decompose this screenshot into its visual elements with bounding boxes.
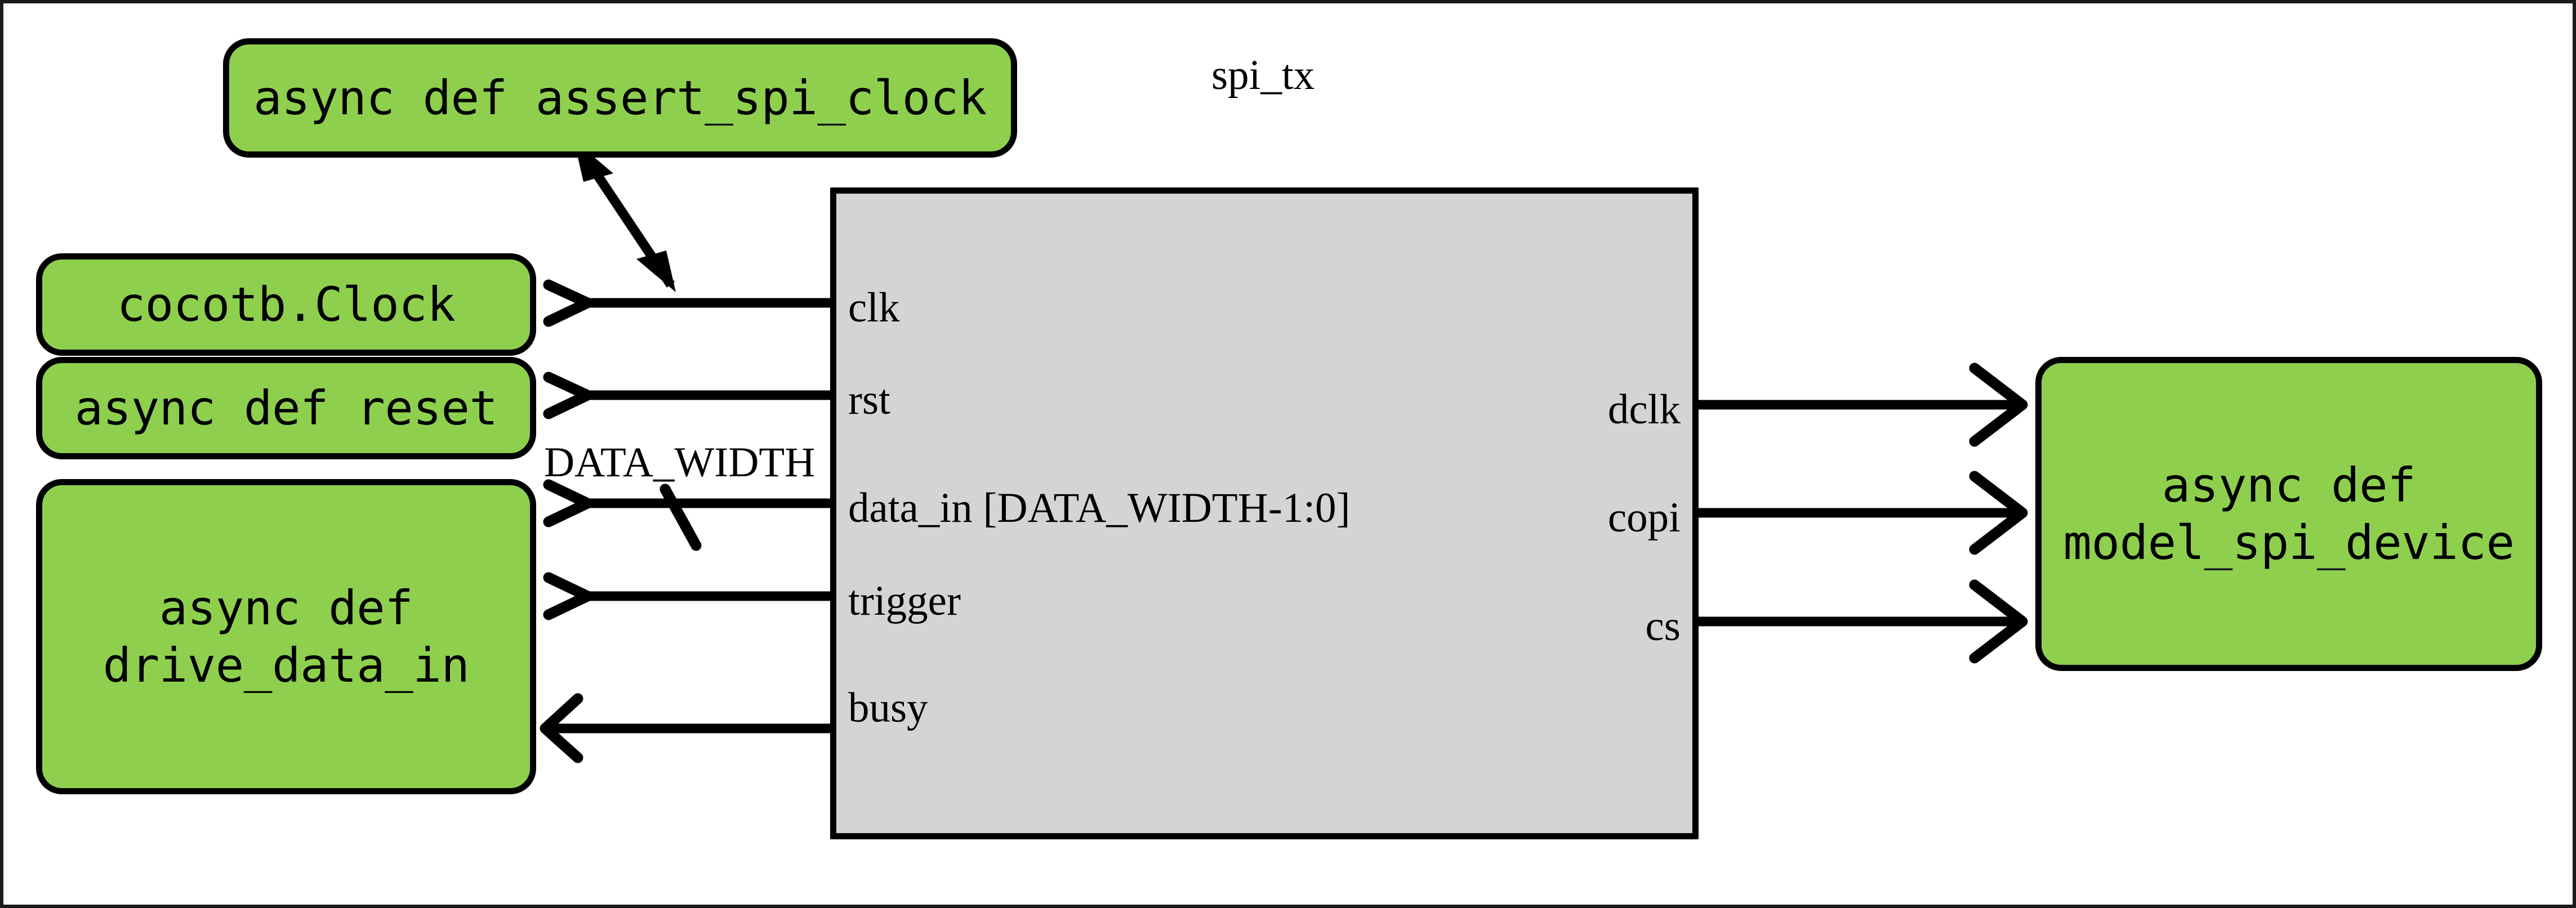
wire-cs — [1693, 579, 2028, 664]
diagram-wires — [540, 140, 2028, 763]
port-label-dclk: dclk — [1607, 386, 1681, 433]
block-assert-spi-clock[interactable]: async def assert_spi_clock — [223, 38, 1017, 158]
port-label-cs: cs — [1645, 603, 1681, 650]
wire-rst — [543, 372, 831, 419]
wire-busy — [540, 693, 831, 763]
port-label-data-in: data_in [DATA_WIDTH-1:0] — [848, 485, 1351, 531]
wire-data-in — [543, 479, 831, 551]
wire-trigger — [543, 572, 831, 620]
port-label-clk: clk — [848, 284, 900, 331]
block-reset[interactable]: async def reset — [36, 357, 536, 459]
bus-width-label-data-width: DATA_WIDTH — [544, 439, 815, 486]
block-cocotb-clock[interactable]: cocotb.Clock — [36, 253, 536, 356]
port-label-rst: rst — [848, 377, 890, 423]
block-model-spi-device[interactable]: async def model_spi_device — [2035, 357, 2542, 671]
diagram-title-spi-tx: spi_tx — [1211, 52, 1315, 99]
arrow-assert-spi-clock — [574, 140, 676, 292]
wire-dclk — [1693, 363, 2028, 447]
wire-copi — [1693, 471, 2028, 555]
block-drive-data-in[interactable]: async def drive_data_in — [36, 479, 536, 794]
wire-clk — [543, 279, 831, 327]
port-label-busy: busy — [848, 685, 928, 731]
port-label-trigger: trigger — [848, 578, 961, 624]
port-label-copi: copi — [1607, 494, 1681, 541]
dut-block-spi-tx[interactable] — [830, 187, 1699, 839]
